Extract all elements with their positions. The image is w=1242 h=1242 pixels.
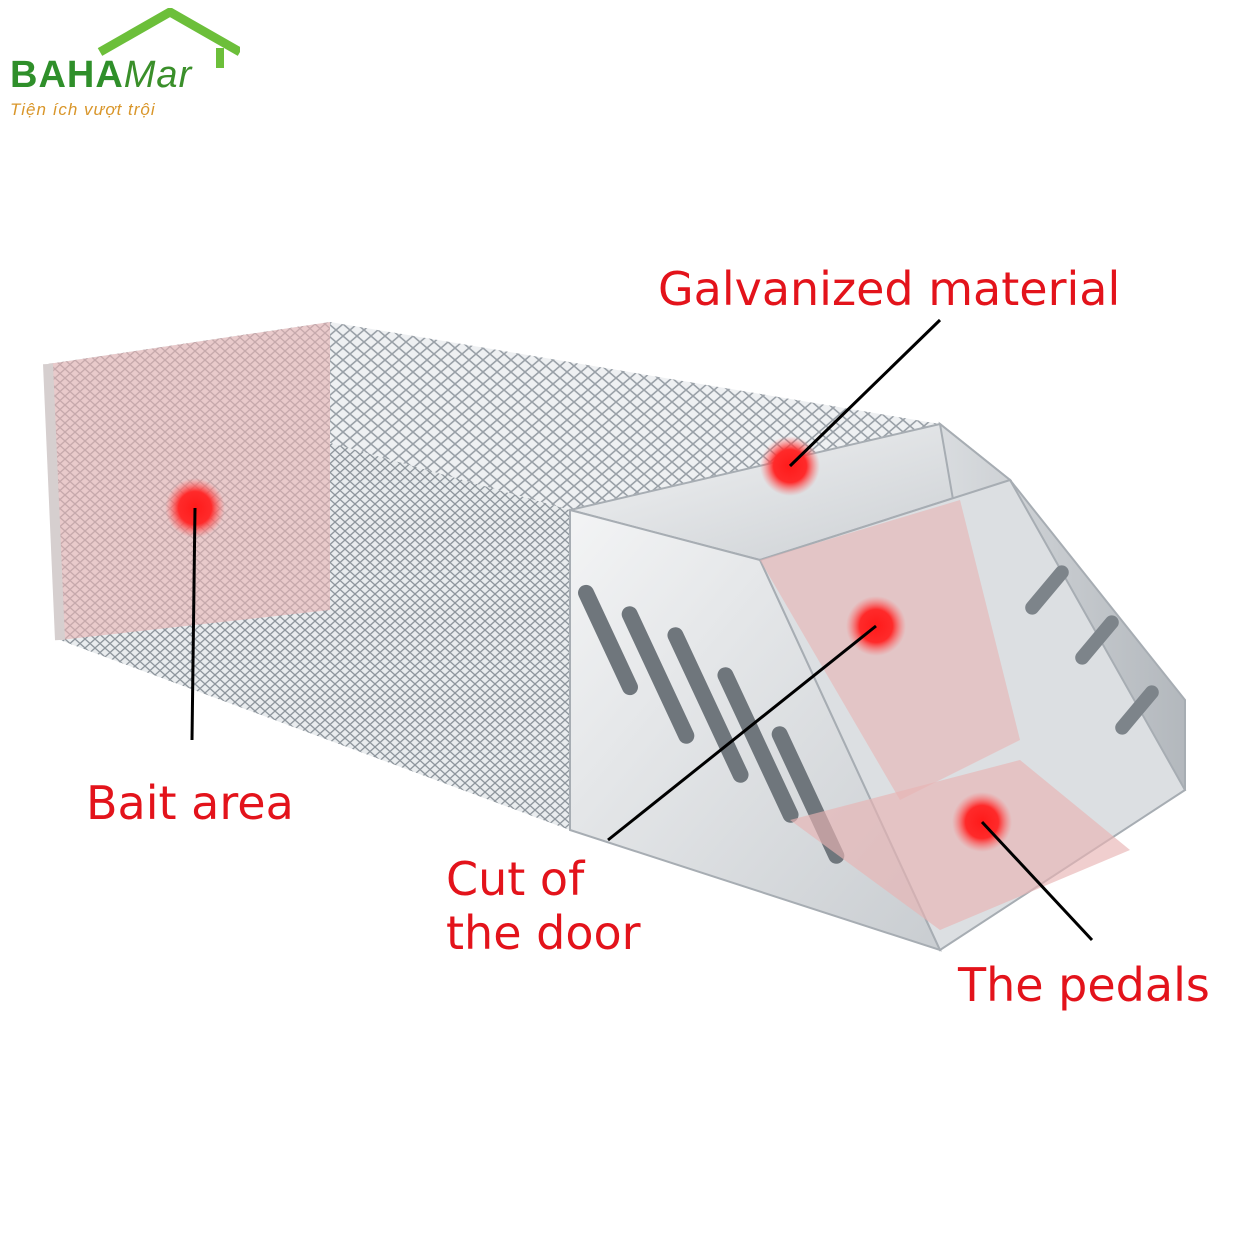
label-door: Cut of the door <box>446 852 641 961</box>
label-pedals: The pedals <box>958 958 1210 1012</box>
brand-tagline: Tiện ích vượt trội <box>10 100 156 119</box>
label-galvanized: Galvanized material <box>658 262 1121 316</box>
side-slots <box>1025 565 1159 735</box>
label-door-line1: Cut of <box>446 852 585 906</box>
leader-galvanized <box>788 318 942 468</box>
house-roof-icon <box>97 8 240 68</box>
leader-pedals <box>980 820 1094 942</box>
leader-door <box>607 624 877 842</box>
cage-bottom-mesh <box>60 610 570 830</box>
brand-name: BAHAMar <box>10 54 193 96</box>
pedal-overlay <box>790 760 1130 930</box>
label-door-line2: the door <box>446 906 641 961</box>
brand-logo: BAHAMar Tiện ích vượt trội <box>8 8 240 128</box>
label-bait: Bait area <box>86 776 294 830</box>
leader-bait <box>190 507 197 741</box>
